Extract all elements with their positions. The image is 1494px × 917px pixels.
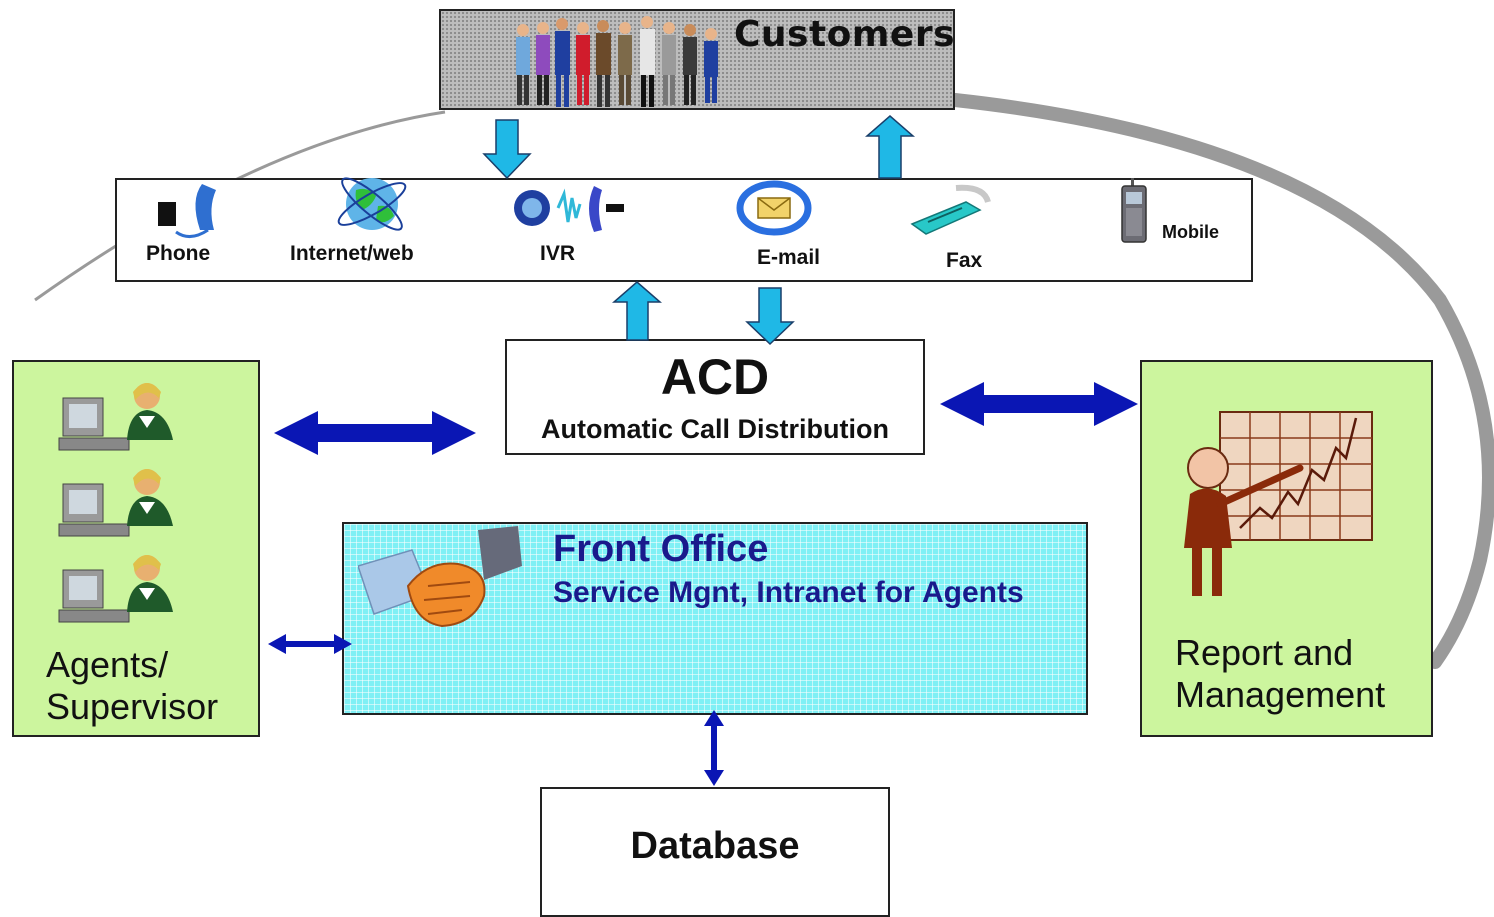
acd-title: ACD [660,349,770,405]
customers-title: Customers [734,14,956,55]
phone-icon [158,184,216,238]
report-management-box [1140,360,1433,737]
email-icon [736,180,812,236]
channel-label-email: E-mail [757,246,821,269]
channels-to-acd-arrow [745,287,795,346]
channels-box [115,178,1253,282]
frontoffice-database-double-arrow [704,710,724,786]
agents-label-line1: Agents/ [46,644,169,685]
globe-icon [337,177,407,231]
agent-workstation-icon [58,383,174,623]
channel-label-fax: Fax [946,249,983,272]
customers-crowd-icon [516,16,718,107]
agents-acd-double-arrow [274,411,476,455]
report-management-label: Report and Management [1175,632,1385,716]
ivr-icon [514,186,624,232]
agents-supervisor-label: Agents/ Supervisor [46,644,218,728]
acd-to-channels-arrow [611,281,663,341]
front-office-subtitle: Service Mgnt, Intranet for Agents [553,576,1024,609]
database-box [540,787,890,917]
channel-label-phone: Phone [146,242,211,265]
report-label-line2: Management [1175,674,1386,715]
database-label: Database [630,825,800,867]
customers-to-channels-arrow [482,119,532,180]
acd-subtitle: Automatic Call Distribution [540,414,889,444]
presenter-chart-icon [1184,411,1373,596]
report-label-line1: Report and [1175,632,1354,673]
channel-label-internet-web: Internet/web [290,242,414,265]
handshake-icon [358,526,522,628]
agents-frontoffice-double-arrow [268,634,352,654]
channel-label-ivr: IVR [540,242,576,265]
channels-to-customers-arrow [864,115,916,179]
mobile-icon [1121,178,1147,243]
acd-box [505,339,925,455]
channel-label-mobile: Mobile [1162,222,1219,242]
front-office-title: Front Office [553,528,769,570]
agents-label-line2: Supervisor [46,686,219,727]
acd-report-double-arrow [940,382,1138,426]
fax-icon [910,184,991,235]
